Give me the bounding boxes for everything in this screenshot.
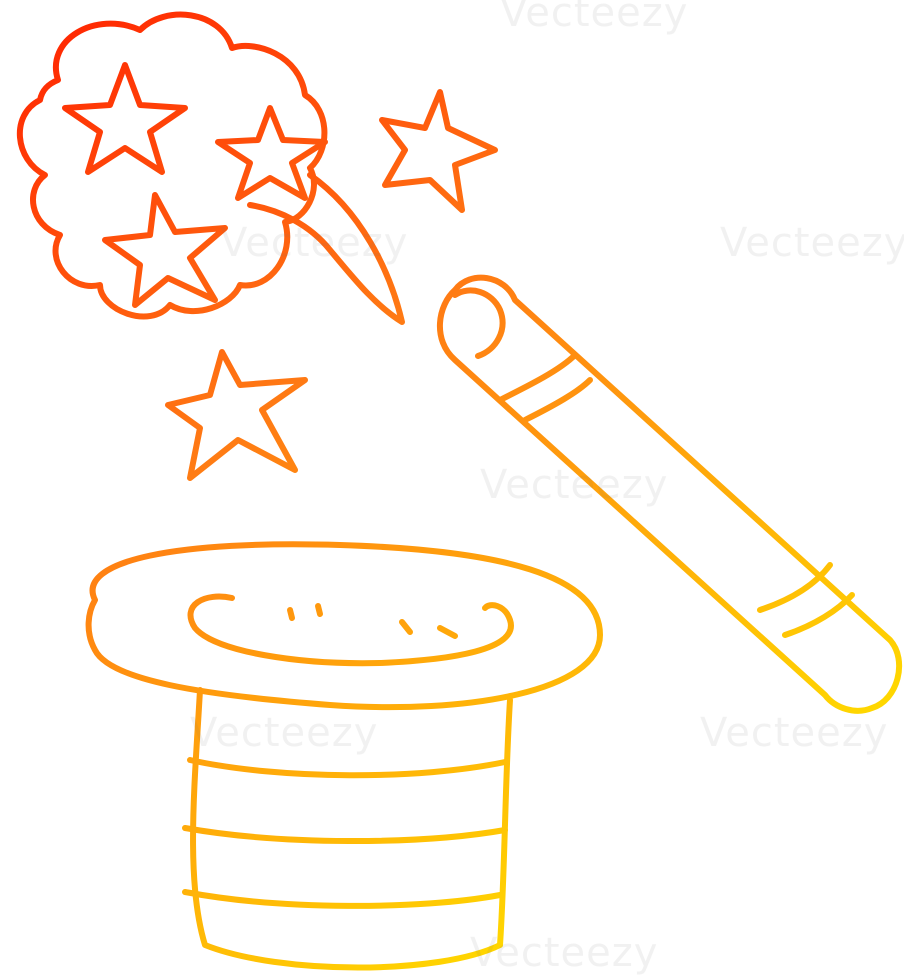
- star-icon: [102, 192, 228, 308]
- magic-wand-icon: [437, 274, 902, 714]
- star-icon: [165, 349, 308, 481]
- top-hat-icon: [85, 541, 603, 971]
- star-icon: [62, 62, 188, 175]
- smoke-cloud-icon: [16, 11, 328, 320]
- sparkle-trail: [247, 172, 405, 325]
- star-icon: [379, 89, 498, 213]
- star-icon: [215, 105, 328, 201]
